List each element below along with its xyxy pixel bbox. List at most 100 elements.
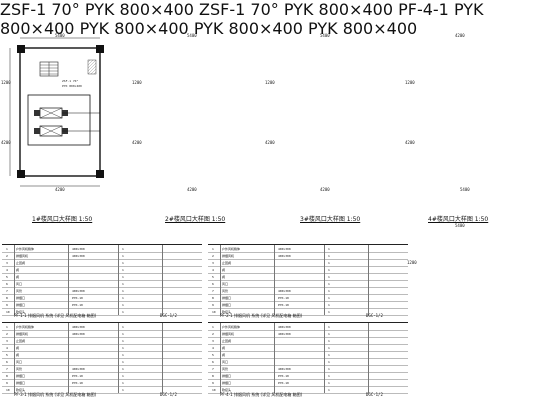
schedule-cell: 风口 [222, 282, 229, 286]
schedule-cell: 1 [122, 374, 124, 378]
schedule-cell: 7 [212, 289, 214, 293]
schedule-cell: 1 [328, 374, 330, 378]
schedule-cell: 户外风机箱体 [16, 325, 35, 329]
schedule-cell: 1 [328, 388, 330, 392]
schedule-cell: 阀 [222, 275, 226, 279]
plan-1f-title: 1#楼风口大样图 1:50 [32, 216, 93, 223]
schedule-cell: PYK-10 [278, 296, 289, 300]
schedule-cell: 1 [328, 381, 330, 385]
schedule-cell: 1 [122, 339, 124, 343]
plan-4f-dim-bottom: 5400 [460, 187, 470, 192]
schedule-cell: 止回阀 [16, 261, 26, 265]
schedule-grid-line [274, 245, 275, 315]
schedule-cell: 1 [6, 247, 8, 251]
schedule-grid-line [324, 245, 325, 315]
schedule-cell: 1 [328, 325, 330, 329]
schedule-cell: 阀 [16, 353, 20, 357]
schedule-cell: 排烟口 [222, 303, 232, 307]
schedule-d-code: DGC-1/2 [366, 392, 383, 397]
schedule-cell: 10 [6, 310, 10, 314]
schedule-cell: 1 [122, 388, 124, 392]
schedule-cell: 户外风机箱体 [222, 325, 241, 329]
schedule-cell: 5 [212, 353, 214, 357]
schedule-cell: 1 [328, 268, 330, 272]
schedule-grid-line [162, 323, 163, 393]
schedule-cell: 1 [328, 275, 330, 279]
schedule-cell: PYK-10 [72, 303, 83, 307]
schedule-cell: 排烟口 [16, 296, 26, 300]
schedule-cell: 1 [328, 296, 330, 300]
schedule-cell: 1 [122, 247, 124, 251]
schedule-grid-line [68, 245, 69, 315]
schedule-cell: 10 [6, 388, 10, 392]
schedule-cell: 1 [122, 353, 124, 357]
schedule-cell: 阀 [222, 353, 226, 357]
schedule-cell: 1 [122, 360, 124, 364]
schedule-cell: 400×300 [72, 367, 85, 371]
schedule-grid-line [118, 245, 119, 315]
schedule-cell: PYK-10 [278, 303, 289, 307]
schedule-cell: 8 [212, 296, 214, 300]
schedule-cell: 6 [212, 282, 214, 286]
schedule-cell: 风管 [16, 367, 23, 371]
plan-2f-dim-left-b: 4200 [132, 140, 142, 145]
schedule-cell: 户外风机箱体 [16, 247, 35, 251]
schedule-cell: 1 [122, 325, 124, 329]
schedule-cell: 1 [328, 339, 330, 343]
schedule-cell: 8 [6, 296, 8, 300]
schedule-cell: 风口 [222, 360, 229, 364]
schedule-cell: 排烟口 [16, 381, 26, 385]
schedule-cell: 1 [212, 247, 214, 251]
schedule-cell: 1 [122, 332, 124, 336]
schedule-cell: 软接头 [222, 388, 232, 392]
schedule-cell: 1 [328, 289, 330, 293]
plan-3f-dim-left-b: 4200 [265, 140, 275, 145]
plan-2f: ZSF-1 70° PYK 800×400 [0, 0, 194, 19]
schedule-cell: PYK-10 [72, 374, 83, 378]
schedule-cell: 1 [328, 353, 330, 357]
schedule-grid-line [162, 245, 163, 315]
schedule-cell: 9 [212, 303, 214, 307]
schedule-cell: 6 [212, 360, 214, 364]
plan-4f-dim-left-a: 1200 [405, 80, 415, 85]
schedule-cell: 阀 [222, 268, 226, 272]
schedule-cell: 5 [6, 353, 8, 357]
schedule-grid-line [14, 323, 15, 393]
schedule-cell: 软接头 [222, 310, 232, 314]
plan-3f-dim-bottom: 4200 [320, 187, 330, 192]
schedule-cell: 止回阀 [16, 339, 26, 343]
schedule-cell: PYK-10 [72, 381, 83, 385]
schedule-cell: PYK-10 [278, 374, 289, 378]
schedule-cell: 1 [328, 346, 330, 350]
schedule-cell: PYK-10 [72, 296, 83, 300]
schedule-cell: 400×300 [72, 247, 85, 251]
schedule-cell: 2 [6, 332, 8, 336]
schedule-cell: 1 [6, 325, 8, 329]
schedule-cell: 400×300 [72, 289, 85, 293]
schedule-cell: 户外风机箱体 [222, 247, 241, 251]
schedule-grid-line [274, 323, 275, 393]
schedule-cell: 400×300 [278, 332, 291, 336]
